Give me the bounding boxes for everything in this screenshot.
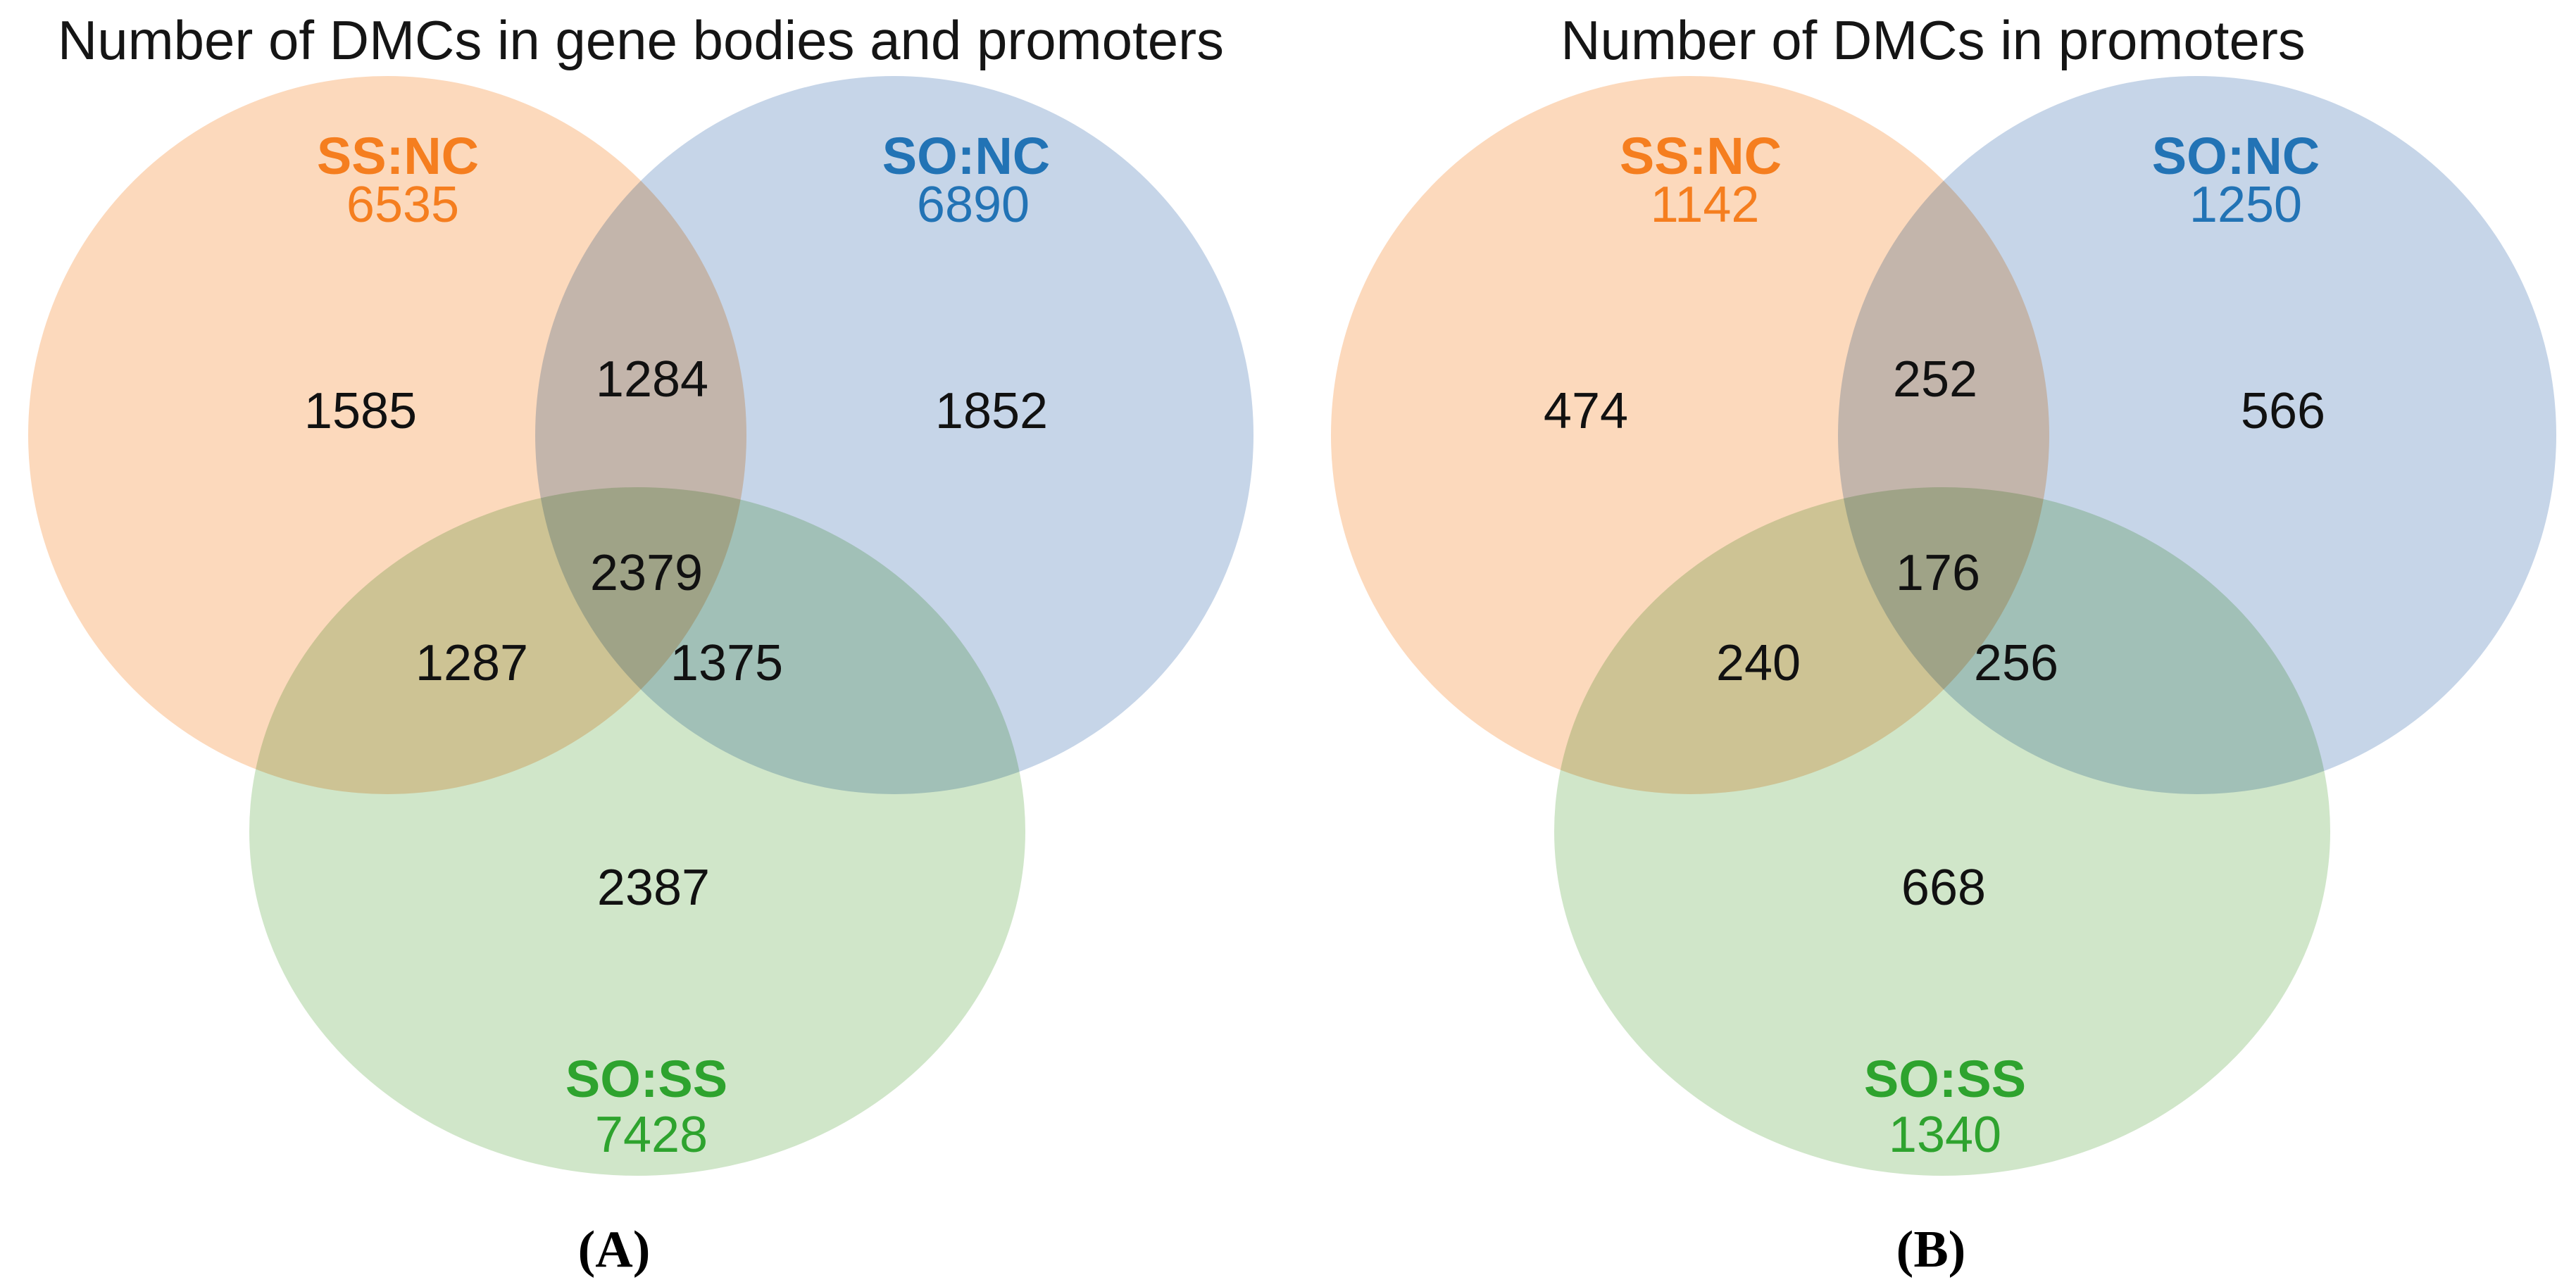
venn-diagram-b: [1331, 76, 2556, 1176]
panel-a-count-soss-only: 2387: [596, 860, 711, 917]
panel-a-count-ssnc-only: 1585: [304, 383, 418, 440]
panel-a-count-sonc-only: 1852: [934, 383, 1049, 440]
panel-b-sonc-set-label: SO:NC: [2151, 127, 2320, 186]
panel-a-soss-set-label: SO:SS: [565, 1050, 728, 1109]
panel-b-count-ssnc-sonc: 252: [1892, 351, 1978, 408]
panel-b-count-sonc-only: 566: [2240, 383, 2326, 440]
panel-a-ssnc-set-label: SS:NC: [316, 127, 480, 186]
soss-circle: [1554, 487, 2330, 1176]
panel-b-count-ssnc-soss: 240: [1715, 635, 1801, 692]
soss-circle: [249, 487, 1025, 1176]
panel-a-count-sonc-soss: 1375: [670, 635, 784, 692]
panel-a-letter: (A): [577, 1221, 651, 1279]
panel-b-count-soss-only: 668: [1901, 860, 1987, 917]
panel-a-count-ssnc-soss: 1287: [415, 635, 529, 692]
panel-b-title: Number of DMCs in promoters: [1561, 8, 2306, 71]
panel-a-soss-set-total: 7428: [594, 1107, 708, 1164]
panel-b-count-all-three: 176: [1895, 545, 1981, 602]
panel-b-count-ssnc-only: 474: [1543, 383, 1629, 440]
panel-a-title: Number of DMCs in gene bodies and promot…: [57, 8, 1225, 71]
panel-b-ssnc-set-label: SS:NC: [1619, 127, 1782, 186]
panel-b-count-sonc-soss: 256: [1973, 635, 2059, 692]
panel-b: Number of DMCs in promoters SS:NC 1142 S…: [1288, 0, 2576, 1287]
panel-b-letter: (B): [1896, 1221, 1966, 1279]
panel-a-sonc-set-total: 6890: [916, 177, 1030, 234]
panel-b-ssnc-set-total: 1142: [1650, 177, 1760, 234]
panel-a-count-all-three: 2379: [589, 545, 704, 602]
panel-b-sonc-set-total: 1250: [2189, 177, 2303, 234]
panel-b-soss-set-label: SO:SS: [1863, 1050, 2027, 1109]
panel-a: Number of DMCs in gene bodies and promot…: [28, 8, 1253, 1279]
panel-b-soss-set-total: 1340: [1888, 1107, 2002, 1164]
venn-diagram-a: [28, 76, 1253, 1176]
panel-a-sonc-set-label: SO:NC: [882, 127, 1051, 186]
panel-a-count-ssnc-sonc: 1284: [595, 351, 709, 408]
panel-a-ssnc-set-total: 6535: [346, 177, 460, 234]
